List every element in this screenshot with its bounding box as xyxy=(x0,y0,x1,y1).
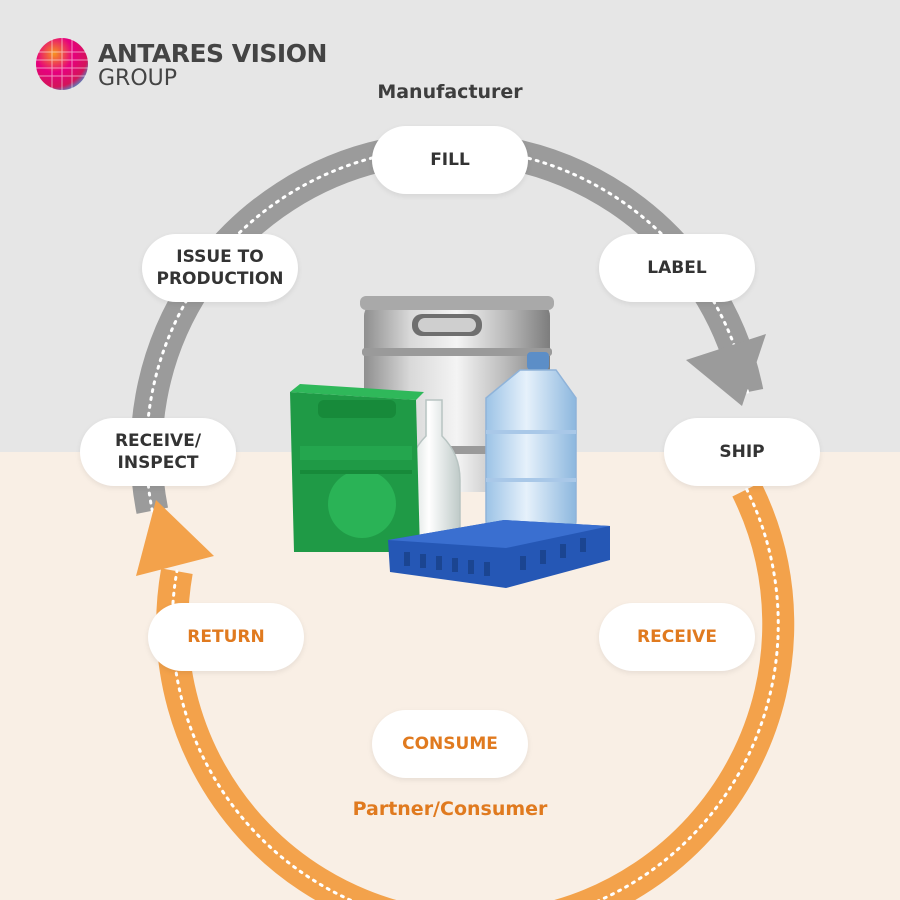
brand-name: ANTARES VISION xyxy=(98,39,327,68)
step-issue-to-production: ISSUE TO PRODUCTION xyxy=(142,234,298,302)
manufacturer-label: Manufacturer xyxy=(377,81,523,103)
logo-globe-icon xyxy=(36,38,88,90)
step-label: LABEL xyxy=(599,234,755,302)
step-fill: FILL xyxy=(372,126,528,194)
orange-arrowhead xyxy=(136,500,214,576)
green-bottle-crate xyxy=(290,384,424,552)
step-receive: RECEIVE xyxy=(599,603,755,671)
step-return: RETURN xyxy=(148,603,304,671)
step-receive-inspect: RECEIVE/ INSPECT xyxy=(80,418,236,486)
antares-vision-logo: ANTARES VISION GROUP xyxy=(34,36,334,96)
brand-sub: GROUP xyxy=(98,66,178,91)
partner-consumer-label: Partner/Consumer xyxy=(352,798,548,820)
gray-arrowhead xyxy=(686,334,766,406)
blue-bakery-tray xyxy=(388,520,610,588)
orange-cycle-arc-dots xyxy=(170,487,780,900)
step-ship: SHIP xyxy=(664,418,820,486)
step-consume: CONSUME xyxy=(372,710,528,778)
